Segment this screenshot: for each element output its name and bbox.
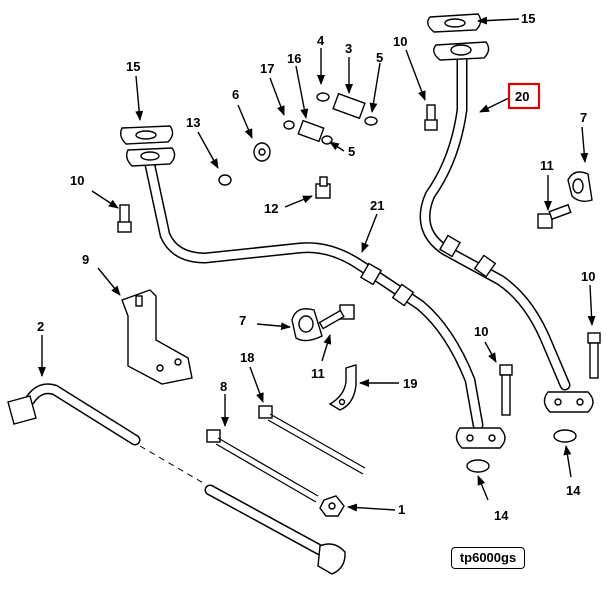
callout-6: 6: [232, 87, 239, 102]
nut-1: [319, 495, 345, 517]
bolt-11-center: [318, 304, 355, 330]
callout-leaders: [38, 16, 596, 512]
callout-10: 10: [581, 269, 595, 284]
callout-20-highlight-box: [507, 82, 541, 110]
fitting-16: [283, 119, 333, 145]
tube-20: [419, 41, 594, 413]
washer-13: [218, 174, 232, 186]
bolt-11-right: [537, 203, 572, 229]
callout-8: 8: [220, 379, 227, 394]
callout-10: 10: [70, 173, 84, 188]
callout-19: 19: [403, 376, 417, 391]
bolt-10: [424, 104, 438, 131]
callout-4: 4: [317, 33, 325, 48]
callout-14: 14: [566, 483, 581, 498]
callout-7: 7: [239, 313, 246, 328]
callout-21: 21: [370, 198, 384, 213]
callout-7: 7: [580, 110, 587, 125]
callout-3: 3: [345, 41, 352, 56]
bolt-10: [587, 332, 601, 379]
callout-18: 18: [240, 350, 254, 365]
washer-14: [553, 429, 577, 443]
callout-20: 20: [515, 89, 529, 104]
gasket-15-left: [119, 125, 174, 145]
callout-5: 5: [348, 144, 355, 159]
callout-5: 5: [376, 50, 383, 65]
bolt-12: [315, 176, 331, 199]
callout-16: 16: [287, 51, 301, 66]
callout-17: 17: [260, 61, 274, 76]
bolt-10: [499, 364, 513, 416]
callout-2: 2: [37, 319, 44, 334]
callout-11: 11: [311, 366, 325, 381]
clamp-7-center: [291, 308, 323, 342]
callout-10: 10: [393, 34, 407, 49]
callout-12: 12: [264, 201, 278, 216]
callout-1: 1: [398, 502, 405, 517]
bolt-18: [258, 405, 366, 475]
callout-15: 15: [521, 11, 535, 26]
bolt-8: [206, 429, 319, 503]
drawing-id-label: tp6000gs: [451, 547, 525, 569]
callout-10: 10: [474, 324, 488, 339]
bracket-9: [121, 289, 193, 385]
tube-2: [7, 383, 346, 575]
gasket-15-right: [427, 13, 482, 33]
fitting-3: [316, 92, 378, 126]
callout-13: 13: [186, 115, 200, 130]
bracket-19: [328, 364, 357, 411]
callout-14: 14: [494, 508, 509, 523]
washer-14: [466, 459, 490, 473]
bolt-10: [117, 204, 132, 233]
tube-21: [125, 147, 506, 449]
callout-9: 9: [82, 252, 89, 267]
callout-15: 15: [126, 59, 140, 74]
washer-6-hole: [258, 148, 266, 156]
clamp-7-right: [567, 171, 593, 203]
callout-11: 11: [540, 158, 554, 173]
